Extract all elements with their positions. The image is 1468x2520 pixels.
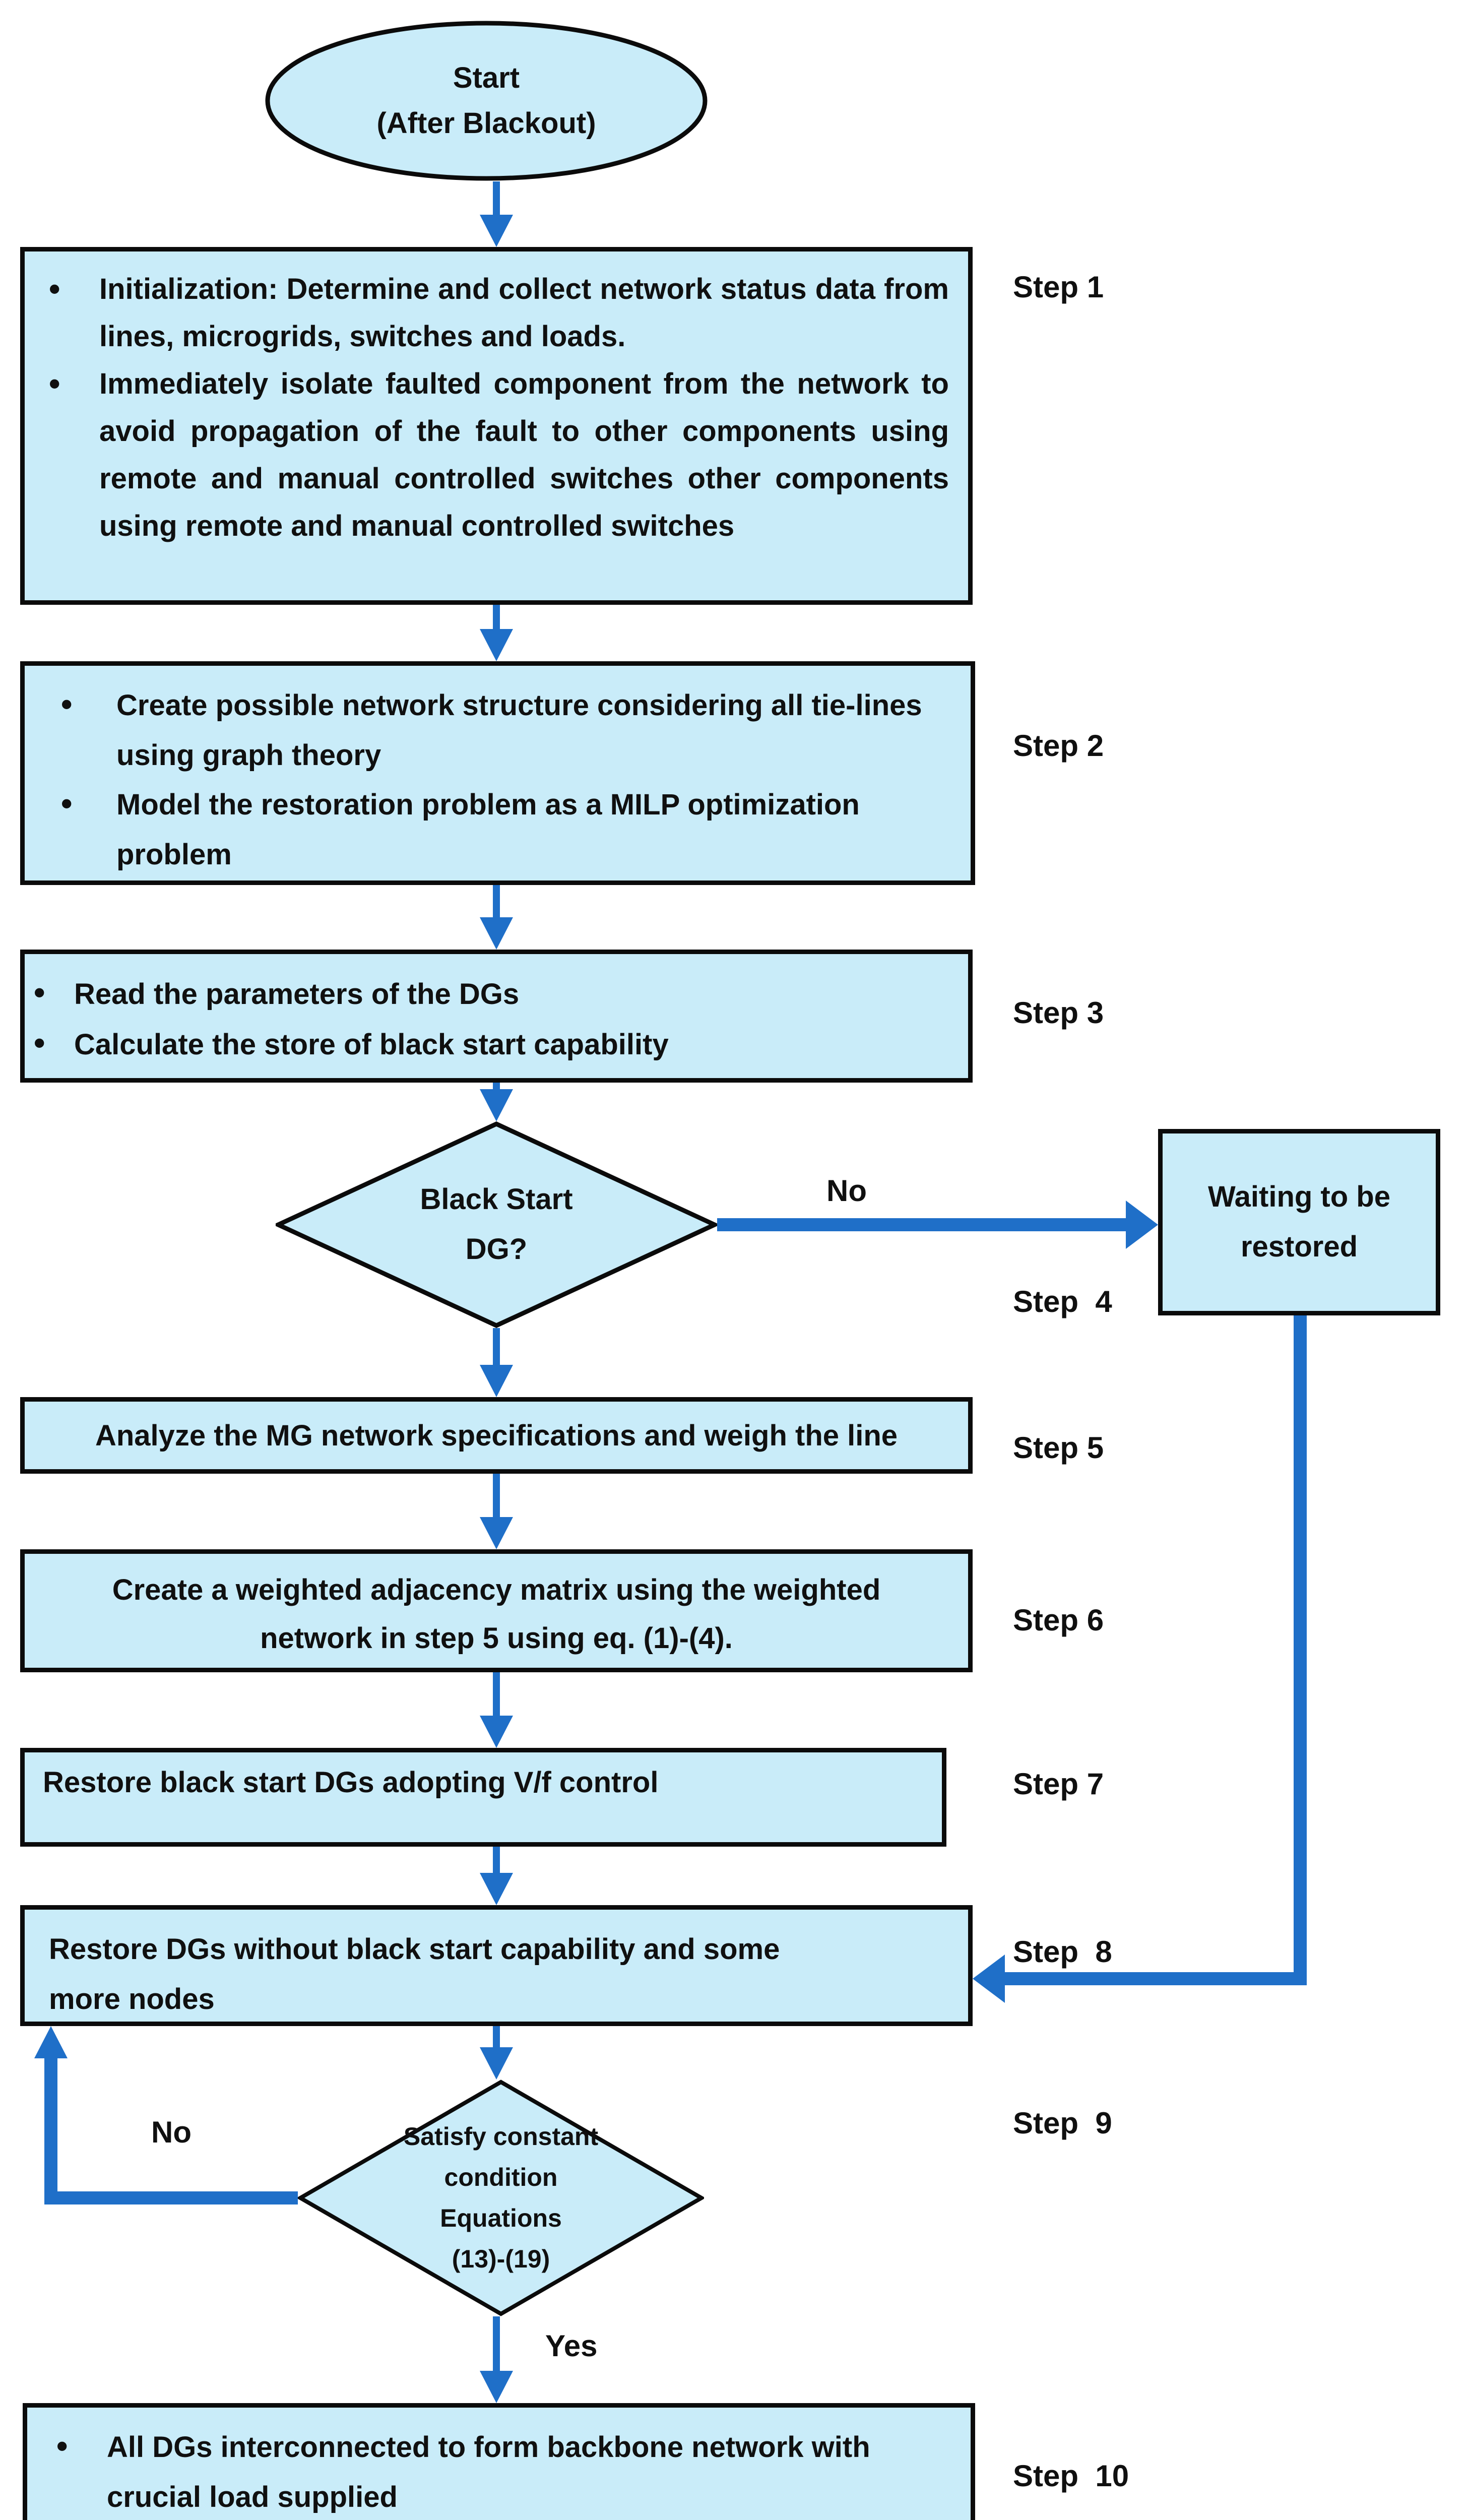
arrowhead-down-icon xyxy=(480,215,513,247)
arrowhead-up-icon xyxy=(34,2026,68,2058)
step-label-4: Step 4 xyxy=(1013,1285,1112,1318)
bullet-icon: • xyxy=(49,271,60,307)
decision-black-start: Black Start DG? xyxy=(276,1121,717,1328)
decision2-line-2: condition xyxy=(444,2163,558,2191)
start-line-2: (After Blackout) xyxy=(376,107,596,140)
arrow-shaft xyxy=(493,885,500,918)
step-label-6: Step 6 xyxy=(1013,1603,1104,1637)
arrowhead-down-icon xyxy=(480,629,513,661)
waiting-line-1: Waiting to be xyxy=(1208,1180,1390,1214)
step-label-7: Step 7 xyxy=(1013,1767,1104,1801)
step3-bullet-row-2: • Calculate the store of black start cap… xyxy=(34,1020,953,1070)
step-label-1: Step 1 xyxy=(1013,270,1104,304)
step3-bullet-text-1: Read the parameters of the DGs xyxy=(74,978,520,1011)
start-node: Start (After Blackout) xyxy=(265,20,708,181)
arrow-shaft xyxy=(493,181,500,216)
arrow-shaft xyxy=(44,2058,57,2204)
step3-bullet-row-1: • Read the parameters of the DGs xyxy=(34,969,953,1020)
step-label-8: Step 8 xyxy=(1013,1935,1112,1969)
decision2-line-1: Satisfy constant xyxy=(403,2122,599,2151)
arrowhead-down-icon xyxy=(480,1517,513,1549)
step2-bullet-text-2: Model the restoration problem as a MILP … xyxy=(116,788,860,871)
step1-bullet-row-2: • Immediately isolate faulted component … xyxy=(49,360,949,550)
step-label-9: Step 9 xyxy=(1013,2106,1112,2140)
arrowhead-right-icon xyxy=(1126,1201,1158,1249)
arrow-shaft xyxy=(1005,1972,1307,1985)
arrow-shaft xyxy=(1294,1315,1307,1985)
bullet-icon: • xyxy=(56,2428,68,2464)
arrowhead-down-icon xyxy=(480,1365,513,1397)
arrow-shaft xyxy=(44,2191,298,2204)
step-label-5: Step 5 xyxy=(1013,1431,1104,1465)
waiting-box: Waiting to be restored xyxy=(1158,1129,1440,1315)
waiting-line-2: restored xyxy=(1240,1230,1358,1263)
arrowhead-down-icon xyxy=(480,1873,513,1905)
decision1-line-2: DG? xyxy=(465,1233,528,1266)
step1-box: • Initialization: Determine and collect … xyxy=(20,247,973,605)
step10-box: • All DGs interconnected to form backbon… xyxy=(23,2403,975,2520)
step6-box: Create a weighted adjacency matrix using… xyxy=(20,1549,973,1672)
step2-box: • Create possible network structure cons… xyxy=(20,661,975,885)
bullet-icon: • xyxy=(61,785,73,822)
step3-box: • Read the parameters of the DGs • Calcu… xyxy=(20,950,973,1083)
bullet-icon: • xyxy=(49,365,60,402)
step3-bullet-text-2: Calculate the store of black start capab… xyxy=(74,1028,669,1061)
bullet-icon: • xyxy=(34,974,45,1011)
arrow-shaft xyxy=(493,1672,500,1717)
step6-text: Create a weighted adjacency matrix using… xyxy=(112,1573,881,1655)
arrowhead-down-icon xyxy=(480,1716,513,1748)
arrowhead-left-icon xyxy=(973,1955,1005,2003)
step2-bullet-row-2: • Model the restoration problem as a MIL… xyxy=(61,780,950,879)
step8-box: Restore DGs without black start capabili… xyxy=(20,1905,973,2026)
edge-label-yes: Yes xyxy=(545,2329,598,2363)
step1-bullet-row-1: • Initialization: Determine and collect … xyxy=(49,266,949,360)
decision-constraints: Satisfy constant condition Equations (13… xyxy=(298,2080,704,2316)
decision2-line-3: Equations xyxy=(440,2204,562,2232)
arrowhead-down-icon xyxy=(480,2047,513,2080)
arrow-shaft xyxy=(493,1847,500,1874)
step5-text: Analyze the MG network specifications an… xyxy=(95,1419,898,1452)
decision2-line-4: (13)-(19) xyxy=(452,2245,550,2273)
step7-text: Restore black start DGs adopting V/f con… xyxy=(43,1766,659,1799)
step-label-10: Step 10 xyxy=(1013,2459,1129,2493)
bullet-icon: • xyxy=(34,1024,45,1061)
edge-label-no-1: No xyxy=(826,1174,867,1208)
decision1-line-1: Black Start xyxy=(420,1183,573,1216)
arrow-shaft xyxy=(493,605,500,630)
step-label-3: Step 3 xyxy=(1013,996,1104,1030)
arrow-shaft xyxy=(493,1474,500,1518)
step10-bullet-row-1: • All DGs interconnected to form backbon… xyxy=(56,2423,971,2520)
step2-bullet-text-1: Create possible network structure consid… xyxy=(116,689,922,772)
arrowhead-down-icon xyxy=(480,917,513,950)
start-ellipse xyxy=(265,21,708,181)
arrow-shaft xyxy=(493,2026,500,2048)
arrow-shaft xyxy=(493,1328,500,1366)
bullet-icon: • xyxy=(61,686,73,722)
edge-label-no-2: No xyxy=(151,2115,192,2149)
arrow-shaft xyxy=(493,2316,500,2372)
step1-bullet-text-2: Immediately isolate faulted component fr… xyxy=(99,367,949,542)
decision-black-start-diamond xyxy=(276,1121,717,1328)
start-line-1: Start xyxy=(453,61,520,95)
step2-bullet-row-1: • Create possible network structure cons… xyxy=(61,681,950,780)
step10-bullet-text-1: All DGs interconnected to form backbone … xyxy=(107,2431,870,2513)
arrowhead-down-icon xyxy=(480,1089,513,1121)
arrow-shaft xyxy=(717,1218,1126,1231)
step-label-2: Step 2 xyxy=(1013,729,1104,763)
step1-bullet-text-1: Initialization: Determine and collect ne… xyxy=(99,273,949,353)
arrowhead-down-icon xyxy=(480,2371,513,2403)
decision-constraints-diamond xyxy=(298,2080,704,2316)
step5-box: Analyze the MG network specifications an… xyxy=(20,1397,973,1474)
step7-box: Restore black start DGs adopting V/f con… xyxy=(20,1748,946,1847)
step8-text: Restore DGs without black start capabili… xyxy=(49,1933,780,2015)
